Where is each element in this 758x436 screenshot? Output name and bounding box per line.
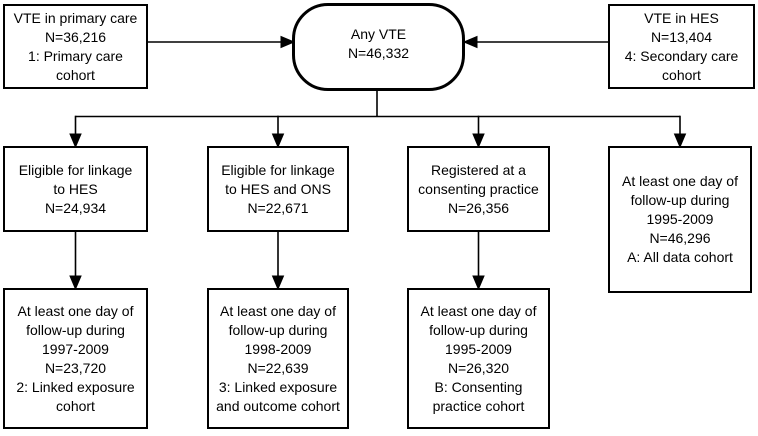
node-eligible-linkage-hes-text: Eligible for linkage to HES N=24,934 [18, 161, 133, 216]
arrow-branch-to-eligible-hes-ons [271, 115, 285, 149]
node-registered-consenting-practice-text: Registered at a consenting practice N=26… [418, 161, 539, 216]
node-any-vte-text: Any VTE N=46,332 [347, 26, 410, 61]
connector-any-vte-branch [75, 91, 680, 118]
node-vte-primary-care-text: VTE in primary care N=36,216 1: Primary … [13, 9, 138, 83]
node-vte-hes: VTE in HES N=13,404 4: Secondary care co… [608, 4, 755, 89]
arrow-branch-to-all-data [673, 115, 687, 149]
node-linked-exposure-cohort-text: At least one day of follow-up during 199… [16, 302, 135, 414]
node-eligible-linkage-hes-ons: Eligible for linkage to HES and ONS N=22… [207, 146, 349, 232]
node-all-data-cohort: At least one day of follow-up during 199… [608, 146, 752, 293]
node-consenting-practice-cohort-text: At least one day of follow-up during 199… [420, 302, 537, 414]
arrow-eligible-hes-ons-to-linked-exposure-outcome [271, 232, 285, 291]
arrow-primary-care-to-any-vte [148, 35, 296, 49]
node-linked-exposure-cohort: At least one day of follow-up during 199… [3, 288, 148, 429]
arrow-eligible-hes-to-linked-exposure [69, 232, 82, 291]
arrow-hes-to-any-vte [462, 35, 608, 49]
arrow-registered-to-consenting-practice [472, 232, 485, 291]
node-registered-consenting-practice: Registered at a consenting practice N=26… [407, 146, 550, 232]
node-all-data-cohort-text: At least one day of follow-up during 199… [622, 173, 738, 265]
arrow-branch-to-registered-practice [472, 115, 485, 149]
node-consenting-practice-cohort: At least one day of follow-up during 199… [407, 288, 550, 429]
node-linked-exposure-outcome-cohort-text: At least one day of follow-up during 199… [216, 302, 340, 414]
node-eligible-linkage-hes-ons-text: Eligible for linkage to HES and ONS N=22… [221, 161, 335, 216]
arrow-branch-to-eligible-hes [69, 115, 82, 149]
node-any-vte: Any VTE N=46,332 [292, 3, 465, 91]
node-linked-exposure-outcome-cohort: At least one day of follow-up during 199… [207, 288, 349, 429]
node-vte-hes-text: VTE in HES N=13,404 4: Secondary care co… [624, 9, 739, 83]
node-eligible-linkage-hes: Eligible for linkage to HES N=24,934 [3, 146, 148, 232]
node-vte-primary-care: VTE in primary care N=36,216 1: Primary … [3, 4, 148, 89]
